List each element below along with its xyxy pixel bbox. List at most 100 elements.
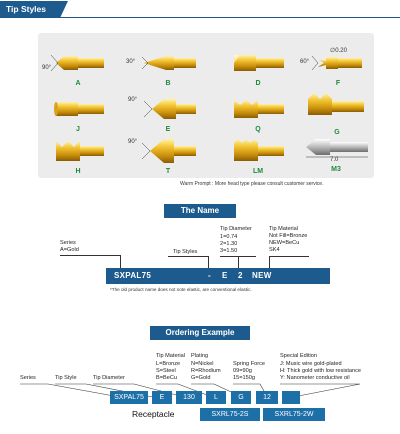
order-series-label: Series	[20, 375, 36, 381]
tip-h-label: H	[75, 168, 81, 175]
tip-styles-leader	[208, 256, 209, 268]
tip-a-label: A	[75, 80, 81, 87]
order-cell-tip-material: L	[206, 391, 226, 404]
name-section-title: The Name	[164, 204, 236, 218]
order-tip-material-2: S=Steel	[156, 368, 176, 374]
section-header: Tip Styles	[0, 0, 400, 20]
model-tip-style: E	[222, 271, 228, 280]
receptacle-label: Receptacle	[132, 409, 175, 419]
tip-diameter-leader	[238, 256, 239, 268]
order-tip-material-3: B=BeCu	[156, 375, 177, 381]
tip-f-icon	[311, 55, 362, 71]
tip-a-icon	[50, 54, 104, 72]
tip-g: G	[304, 85, 370, 173]
tip-m3-icon	[306, 139, 368, 158]
tip-f: 60° ∅0.20 F	[300, 45, 368, 91]
model-series: SXPAL75	[114, 271, 152, 280]
order-tip-style-label: Tip Style	[55, 375, 77, 381]
order-spring-force-label: Spring Force	[233, 361, 266, 367]
tip-lm: LM	[228, 133, 288, 179]
series-label: Series	[60, 240, 76, 246]
tip-m3-length: 7.0	[330, 157, 339, 163]
tip-d-icon	[234, 55, 284, 71]
tip-f-angle: 60°	[300, 59, 310, 65]
order-cell-series: SXPAL75	[110, 391, 148, 404]
tip-q-label: Q	[255, 126, 261, 133]
tip-b-label: B	[165, 80, 171, 87]
tip-styles-panel: 90° A 30° B D 60° ∅0.20 F	[38, 33, 374, 178]
tip-f-label: F	[335, 80, 341, 87]
order-tip-material-label: Tip Material	[156, 353, 186, 359]
tip-g-label: G	[334, 129, 340, 136]
tip-t-label: T	[165, 168, 171, 175]
order-special-edition-2: H: Thick gold with low resistance	[280, 368, 362, 374]
tip-a-angle: 90°	[42, 65, 52, 71]
tip-lm-icon	[234, 139, 284, 161]
tip-e: 90° E	[128, 91, 198, 137]
order-plating-3: G=Gold	[191, 375, 211, 381]
tip-diameter-value-3: 3=1.50	[220, 248, 238, 254]
order-spring-force-1: 09=90g	[233, 368, 252, 374]
tip-material-label: Tip Material	[269, 226, 299, 232]
order-cell-tip-diameter: 130	[176, 391, 202, 404]
tip-a: 90° A	[42, 45, 108, 91]
order-cell-tip-style: E	[152, 391, 172, 404]
tip-material-value-1: Not Fill=Bronze	[269, 233, 308, 239]
tip-q-icon	[234, 100, 284, 118]
tip-q: Q	[228, 91, 288, 137]
tip-j: J	[48, 91, 108, 137]
order-tip-diameter-label: Tip Diameter	[93, 375, 125, 381]
series-rule	[60, 255, 120, 256]
tip-j-icon	[54, 102, 104, 116]
tip-b: 30° B	[126, 45, 198, 91]
tip-e-angle: 90°	[128, 97, 138, 103]
order-special-edition-3: Y: Nanometer conductive oil	[280, 375, 350, 381]
model-tip-diameter: 2	[238, 271, 243, 280]
order-special-edition-label: Special Edition	[280, 353, 318, 359]
model-dash: -	[208, 271, 211, 280]
old-name-note: *The old product name does not note elas…	[110, 287, 252, 292]
tip-m3-label: M3	[331, 166, 341, 173]
tip-j-label: J	[76, 126, 80, 133]
order-cell-spring-force: 12	[256, 391, 278, 404]
tip-d: D	[228, 45, 288, 91]
order-cell-special-edition	[282, 391, 300, 404]
tip-diameter-label: Tip Diameter	[220, 226, 252, 232]
order-special-edition-1: J: Music wire gold-plated	[280, 361, 342, 367]
series-value: A=Gold	[60, 247, 79, 253]
order-plating-label: Plating	[191, 353, 209, 359]
model-tip-material: NEW	[252, 271, 272, 280]
order-plating-2: R=Rhodium	[191, 368, 221, 374]
tip-b-angle: 30°	[126, 59, 136, 65]
tip-d-label: D	[255, 80, 261, 87]
series-leader	[120, 255, 121, 268]
tip-g-icon	[308, 93, 364, 115]
receptacle-value-2: SXRL75-2W	[263, 408, 325, 421]
tip-material-value-2: NEW=BeCu	[269, 240, 300, 246]
tip-styles-rule	[168, 256, 208, 257]
warm-prompt: Warm Prompt : More head type please cons…	[180, 181, 324, 187]
section-title: Tip Styles	[0, 1, 68, 18]
ordering-section-title: Ordering Example	[150, 326, 250, 340]
order-tip-material-1: L=Bronze	[156, 361, 181, 367]
tip-m3: 7.0 M3	[300, 135, 372, 177]
model-code-box: SXPAL75 - E 2 NEW	[106, 268, 330, 284]
tip-t: 90° T	[128, 133, 198, 179]
tip-material-rule	[269, 256, 309, 257]
tip-e-label: E	[165, 126, 171, 133]
receptacle-value-1: SXRL75-2S	[200, 408, 260, 421]
tip-f-diameter: ∅0.20	[330, 48, 347, 54]
tip-diameter-value-2: 2=1.30	[220, 241, 238, 247]
tip-e-icon	[143, 99, 196, 119]
tip-styles-label: Tip Styles	[173, 249, 198, 255]
tip-lm-label: LM	[252, 168, 264, 175]
tip-material-value-3: SK4	[269, 247, 280, 253]
tip-b-icon	[141, 56, 196, 70]
tip-t-angle: 90°	[128, 139, 138, 145]
order-spring-force-2: 15=150g	[233, 375, 255, 381]
order-plating-1: N=Nickel	[191, 361, 214, 367]
header-rule	[60, 17, 400, 18]
tip-diameter-value-1: 1=0.74	[220, 234, 238, 240]
order-cell-plating: G	[231, 391, 251, 404]
